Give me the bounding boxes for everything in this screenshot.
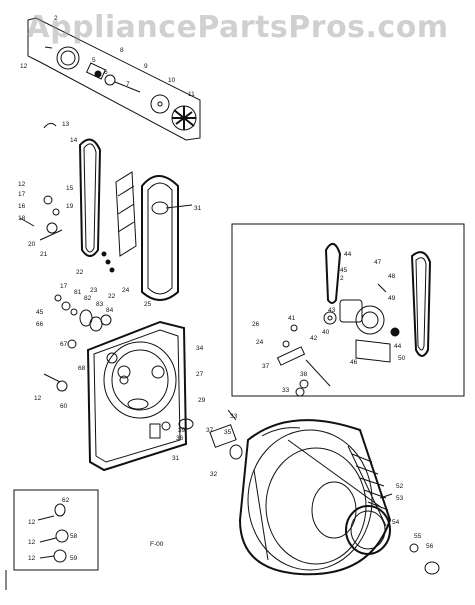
bottom-left-inset-frame [13,489,99,571]
callout-label: 31 [172,455,180,462]
callout-label: 83 [96,301,104,308]
callout-label: 33 [282,387,290,394]
callout-label: 43 [328,307,336,314]
bottom-left-inset-parts [37,503,69,563]
callout-label: 37 [206,427,214,434]
callout-label: 20 [28,241,36,248]
callout-label: 34 [196,345,204,352]
callout-label: 49 [388,295,396,302]
callout-label: 50 [398,355,406,362]
callout-label: 67 [60,341,68,348]
top-blower-assembly [27,17,201,141]
callout-label: 14 [70,137,78,144]
callout-label: 45 [340,267,348,274]
callout-label: 12 [20,63,28,70]
callout-labels: 2 12 8 9 10 11 5 6 7 13 14 15 12 16 18 2… [18,15,434,562]
callout-label: 54 [392,519,400,526]
callout-label: 12 [28,555,36,562]
motor-assembly [276,243,432,397]
callout-label: 29 [198,397,206,404]
callout-label: 33 [230,413,238,420]
callout-label: 68 [78,365,86,372]
callout-label: 44 [394,343,402,350]
callout-label: 32 [210,471,218,478]
callout-label: 17 [18,191,26,198]
callout-label: 12 [28,519,36,526]
callout-label: 59 [70,555,78,562]
callout-label: 24 [256,339,264,346]
bulkhead-panel [86,320,188,472]
callout-label: 41 [288,315,296,322]
callout-label: 81 [74,289,82,296]
callout-label: 5 [92,57,96,64]
callout-label: 46 [350,359,358,366]
callout-label: 22 [76,269,84,276]
callout-label: 38 [300,371,308,378]
callout-label: 66 [36,321,44,328]
callout-label: 10 [168,77,176,84]
callout-label: 18 [18,215,26,222]
left-belt-assembly [19,122,102,257]
callout-label: 22 [108,293,116,300]
callout-label: 35 [224,429,232,436]
callout-label: 62 [62,497,70,504]
callout-label: 25 [144,301,152,308]
callout-label: 24 [122,287,130,294]
callout-label: 47 [374,259,382,266]
callout-label: 15 [66,185,74,192]
callout-label: 53 [396,495,404,502]
callout-label: 39 [178,427,186,434]
callout-label: 19 [66,203,74,210]
callout-label: 21 [40,251,48,258]
corner-mark: F-00 [150,541,164,548]
callout-label: 52 [396,483,404,490]
callout-label: 13 [62,121,70,128]
callout-label: 37 [262,363,270,370]
callout-label: 11 [188,91,195,98]
blower-housing [141,175,193,301]
callout-label: 60 [60,403,68,410]
callout-label: 12 [34,395,42,402]
callout-label: 82 [84,295,92,302]
callout-label: 36 [176,435,184,442]
callout-label: 2 [340,275,344,282]
callout-label: 40 [322,329,330,336]
callout-label: 44 [344,251,352,258]
callout-label: 56 [426,543,434,550]
callout-label: 55 [414,533,422,540]
callout-label: 6 [104,69,108,76]
callout-label: 31 [194,205,202,212]
callout-label: 58 [70,533,78,540]
callout-label: 2 [54,15,58,22]
callout-label: 8 [120,47,124,54]
callout-label: 16 [18,203,26,210]
center-small-parts [178,409,243,460]
motor-bracket [101,171,137,273]
drum [238,419,440,576]
callout-label: 48 [388,273,396,280]
callout-label: 7 [126,81,130,88]
callout-label: 12 [28,539,36,546]
callout-label: 12 [18,181,26,188]
callout-label: 23 [90,287,98,294]
motor-inset-frame [231,223,465,397]
callout-label: 45 [36,309,44,316]
callout-label: 17 [60,283,68,290]
callout-label: 9 [144,63,148,70]
left-lower-parts [43,294,112,392]
callout-label: 27 [196,371,204,378]
callout-label: 26 [252,321,260,328]
callout-label: 84 [106,307,114,314]
callout-label: 42 [310,335,318,342]
